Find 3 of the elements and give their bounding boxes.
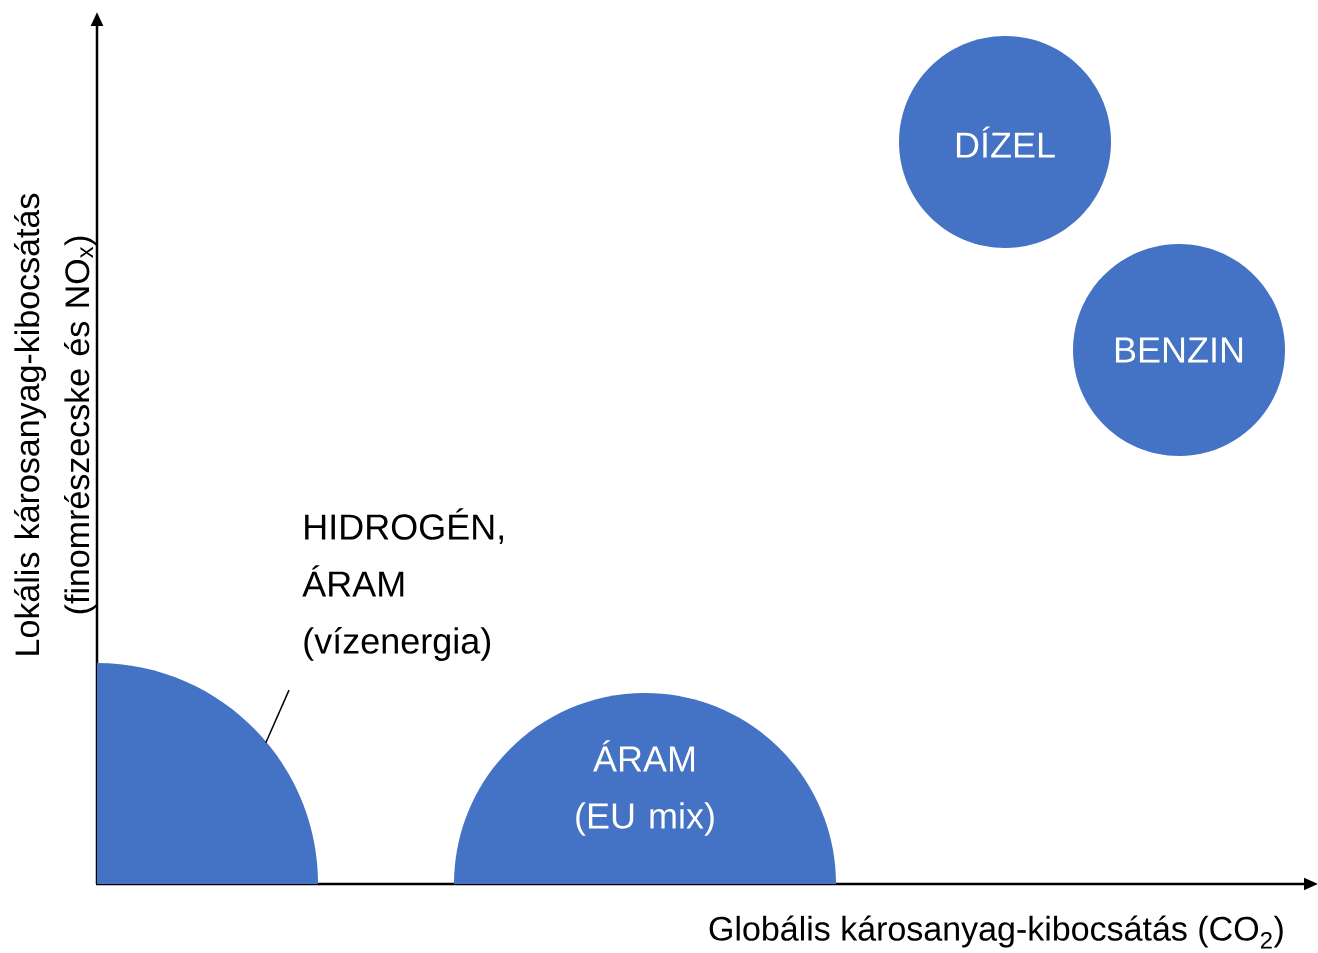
axis-label: Globális károsanyag-kibocsátás (CO$_{2}$): [709, 915, 1283, 949]
leader-line: [265, 689, 290, 744]
text-label: HIDROGÉN, ÁRAM (vízenergia): [302, 508, 503, 661]
